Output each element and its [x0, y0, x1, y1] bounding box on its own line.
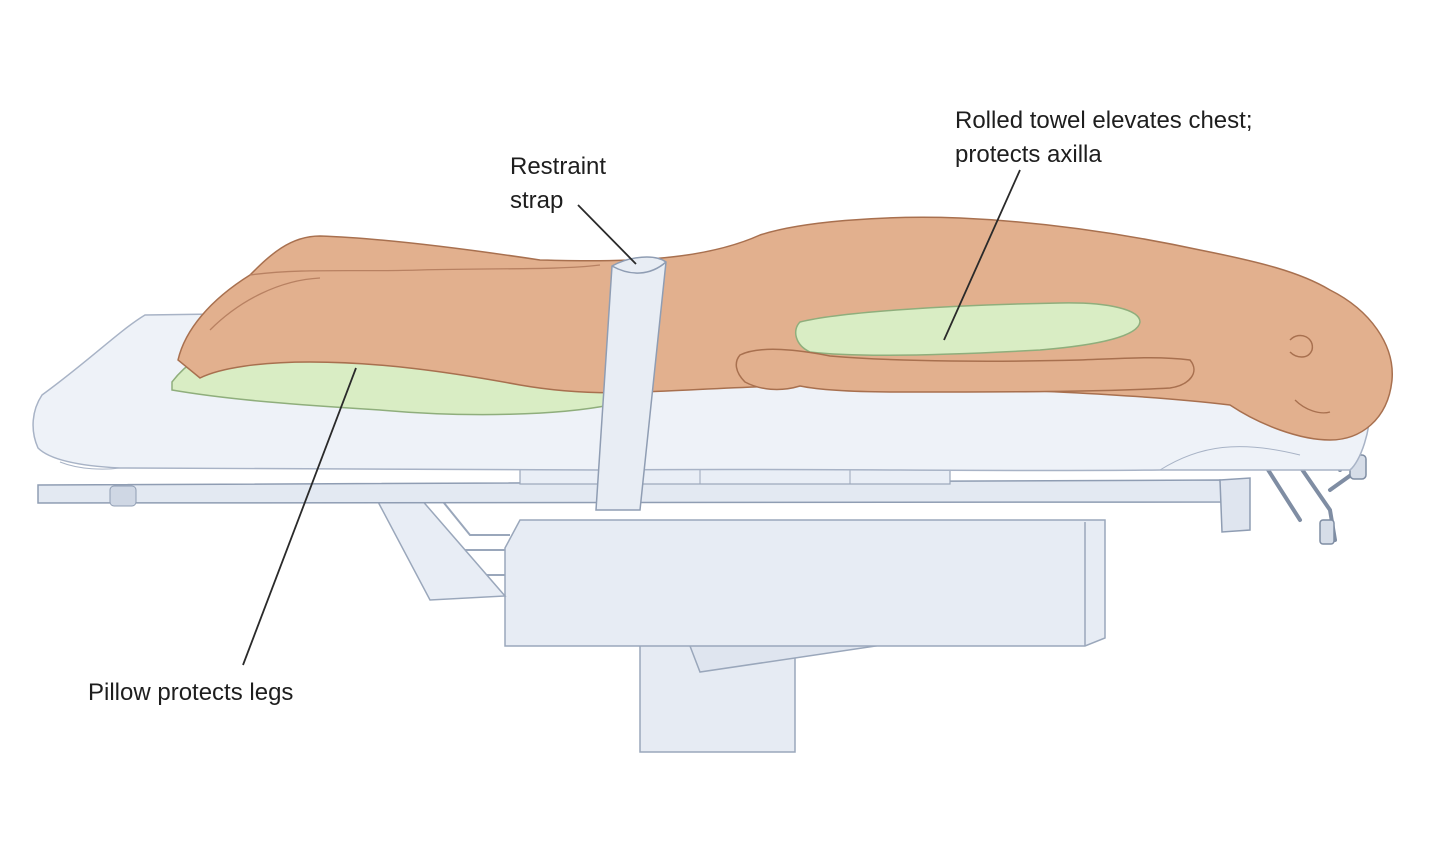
restraint-strap-label: Restraint strap	[510, 150, 606, 218]
towel-leader-line	[943, 169, 1021, 341]
chest-towel	[794, 302, 1141, 357]
pillow-label: Pillow protects legs	[88, 676, 293, 710]
restraint-strap	[595, 256, 667, 511]
pillow-leader-line	[242, 367, 357, 666]
pillow-label-line-1: Pillow protects legs	[88, 679, 294, 706]
restraint-label-line-1: Restraint	[510, 153, 607, 180]
towel-label-line-2: protects axilla	[955, 141, 1102, 168]
table-base-block	[504, 519, 1106, 647]
head-rest-bracket	[1248, 343, 1361, 542]
restraint-leader-line	[577, 204, 637, 265]
towel-label-line-1: Rolled towel elevates chest;	[955, 107, 1253, 134]
restraint-label-line-2: strap	[510, 187, 564, 214]
patient-arm	[735, 348, 1195, 393]
rolled-towel-label: Rolled towel elevates chest; protects ax…	[955, 104, 1253, 172]
